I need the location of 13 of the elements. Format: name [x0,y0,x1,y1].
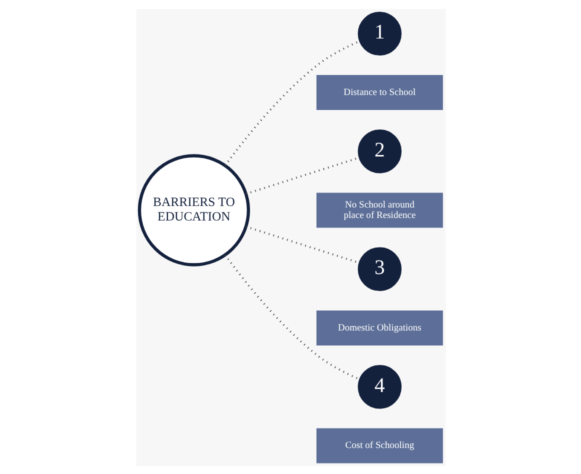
node-circle: BARRIERS TO EDUCATION [137,154,250,266]
node-circle: 3 [357,246,402,290]
node-circle: 4 [357,364,402,408]
connector [245,156,359,194]
node-circle: 1 [357,11,402,56]
node-box: Distance to School [316,74,442,110]
connector [245,225,359,264]
node-box: Domestic Obligations [316,310,442,345]
node-box: No School around place of Residence [316,192,442,228]
node-box: Cost of Schooling [316,428,442,463]
connector [224,254,360,380]
connector [224,40,360,166]
node-circle: 2 [357,129,402,173]
